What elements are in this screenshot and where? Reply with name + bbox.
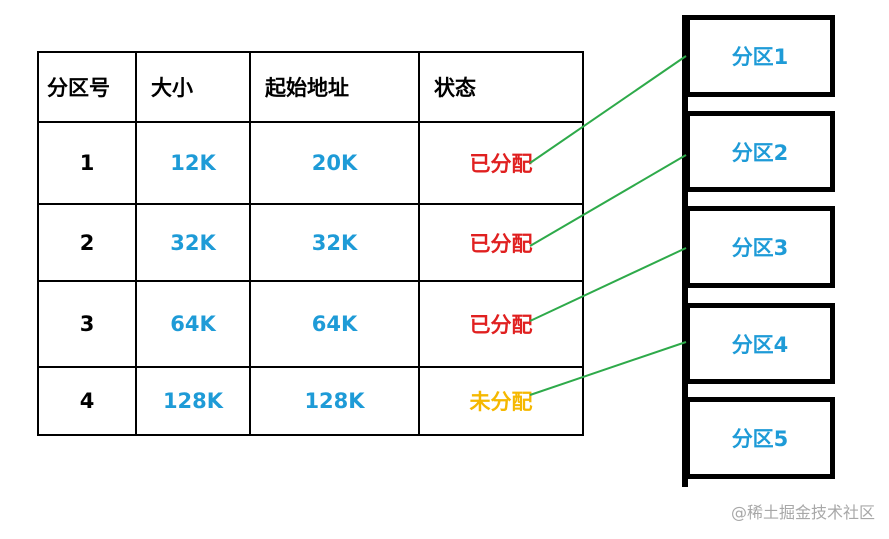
memory-block-2: 分区2 xyxy=(685,111,835,192)
partition-start: 64K xyxy=(249,280,420,368)
table-row: 1 12K 20K 已分配 xyxy=(37,121,584,205)
partition-id: 4 xyxy=(37,366,137,436)
memory-block-4: 分区4 xyxy=(685,303,835,384)
connector-line-1 xyxy=(529,55,687,164)
partition-status: 已分配 xyxy=(418,280,584,368)
connector-line-2 xyxy=(529,154,687,247)
partition-size: 128K xyxy=(135,366,251,436)
header-status: 状态 xyxy=(418,51,584,123)
partition-id: 3 xyxy=(37,280,137,368)
partition-id: 1 xyxy=(37,121,137,205)
partition-size: 12K xyxy=(135,121,251,205)
connector-line-3 xyxy=(529,247,687,322)
partition-table: 分区号 大小 起始地址 状态 1 12K 20K 已分配 2 32K 32K 已… xyxy=(37,51,584,436)
partition-id: 2 xyxy=(37,203,137,282)
header-start-address: 起始地址 xyxy=(249,51,420,123)
header-partition-id: 分区号 xyxy=(37,51,137,123)
partition-status: 已分配 xyxy=(418,203,584,282)
header-size: 大小 xyxy=(135,51,251,123)
memory-block-5: 分区5 xyxy=(685,397,835,479)
table-row: 4 128K 128K 未分配 xyxy=(37,366,584,436)
watermark: @稀土掘金技术社区 xyxy=(730,503,875,522)
partition-start: 20K xyxy=(249,121,420,205)
partition-status: 已分配 xyxy=(418,121,584,205)
partition-status: 未分配 xyxy=(418,366,584,436)
partition-start: 32K xyxy=(249,203,420,282)
table-row: 3 64K 64K 已分配 xyxy=(37,280,584,368)
table-header-row: 分区号 大小 起始地址 状态 xyxy=(37,51,584,123)
memory-block-3: 分区3 xyxy=(685,206,835,288)
memory-block-1: 分区1 xyxy=(685,15,835,97)
partition-size: 64K xyxy=(135,280,251,368)
partition-size: 32K xyxy=(135,203,251,282)
partition-start: 128K xyxy=(249,366,420,436)
connector-line-4 xyxy=(529,341,687,396)
table-row: 2 32K 32K 已分配 xyxy=(37,203,584,282)
